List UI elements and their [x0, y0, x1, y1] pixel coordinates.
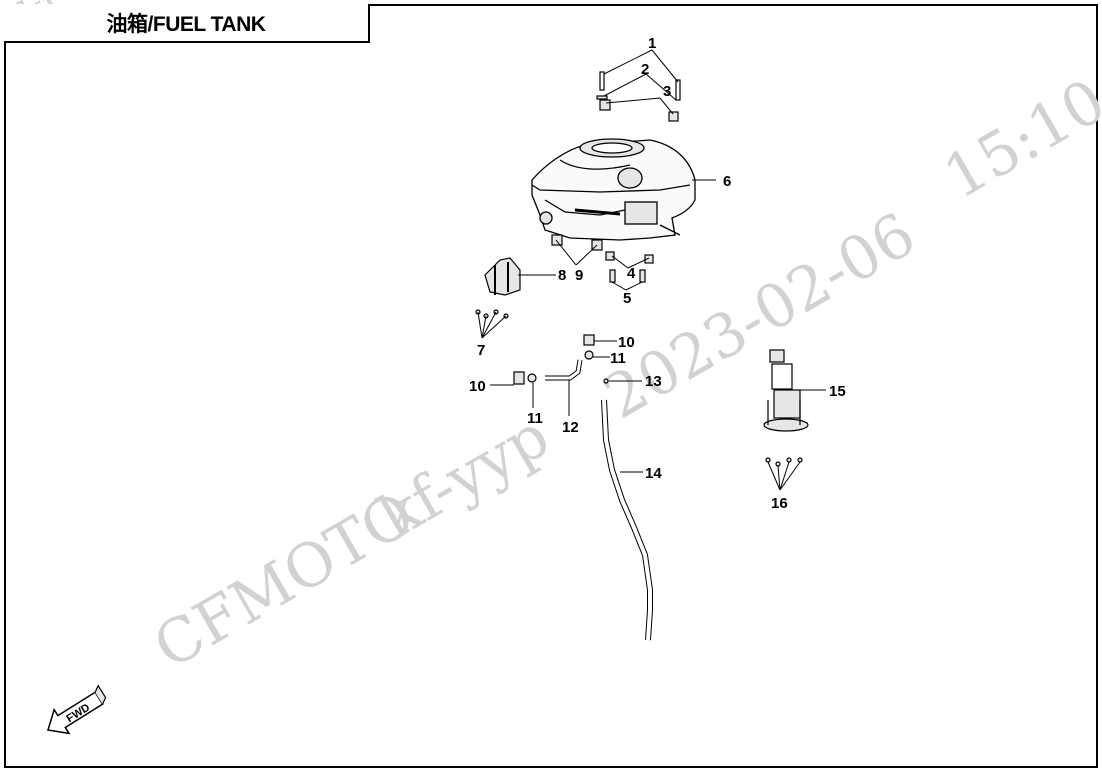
- drain-hose-part: [601, 399, 653, 641]
- callout-3: 3: [663, 83, 671, 100]
- callout-10-left: 10: [469, 378, 486, 395]
- callout-7: 7: [477, 342, 485, 359]
- page-title: 油箱/FUEL TANK: [106, 12, 266, 36]
- fuel-pump-part: [763, 349, 809, 467]
- callout-numbers: 1 2 3 4 5 6 7 8 9 10 11 10 11 12 13 14 1…: [469, 35, 846, 512]
- leader-lines: [477, 49, 826, 491]
- callout-9: 9: [575, 267, 583, 284]
- callout-16: 16: [771, 495, 788, 512]
- callout-15: 15: [829, 383, 846, 400]
- bolts-washers: [596, 71, 681, 122]
- bushings: [551, 234, 654, 283]
- callout-1: 1: [648, 35, 656, 52]
- callout-13: 13: [645, 373, 662, 390]
- bracket-part: [475, 257, 521, 319]
- callout-6: 6: [723, 173, 731, 190]
- vent-hose-parts: [513, 334, 609, 385]
- callout-11-upper: 11: [610, 350, 626, 367]
- callout-8: 8: [558, 267, 566, 284]
- callout-12: 12: [562, 419, 579, 436]
- fuel-tank-part: [531, 138, 696, 241]
- callout-2: 2: [641, 61, 649, 78]
- callout-14: 14: [645, 465, 662, 482]
- forward-arrow-icon: FWD: [47, 684, 107, 735]
- callout-5: 5: [623, 290, 631, 307]
- drawing-frame: [4, 4, 1098, 768]
- callout-10-upper: 10: [618, 334, 635, 351]
- watermark-time: 15:10: [933, 66, 1102, 213]
- title-box: 油箱/FUEL TANK: [4, 4, 370, 43]
- watermark: kf CFMOTO kf-yyp 2023-02-06 15:10: [12, 0, 1102, 683]
- callout-11-lower: 11: [527, 410, 543, 427]
- callout-4: 4: [627, 265, 636, 282]
